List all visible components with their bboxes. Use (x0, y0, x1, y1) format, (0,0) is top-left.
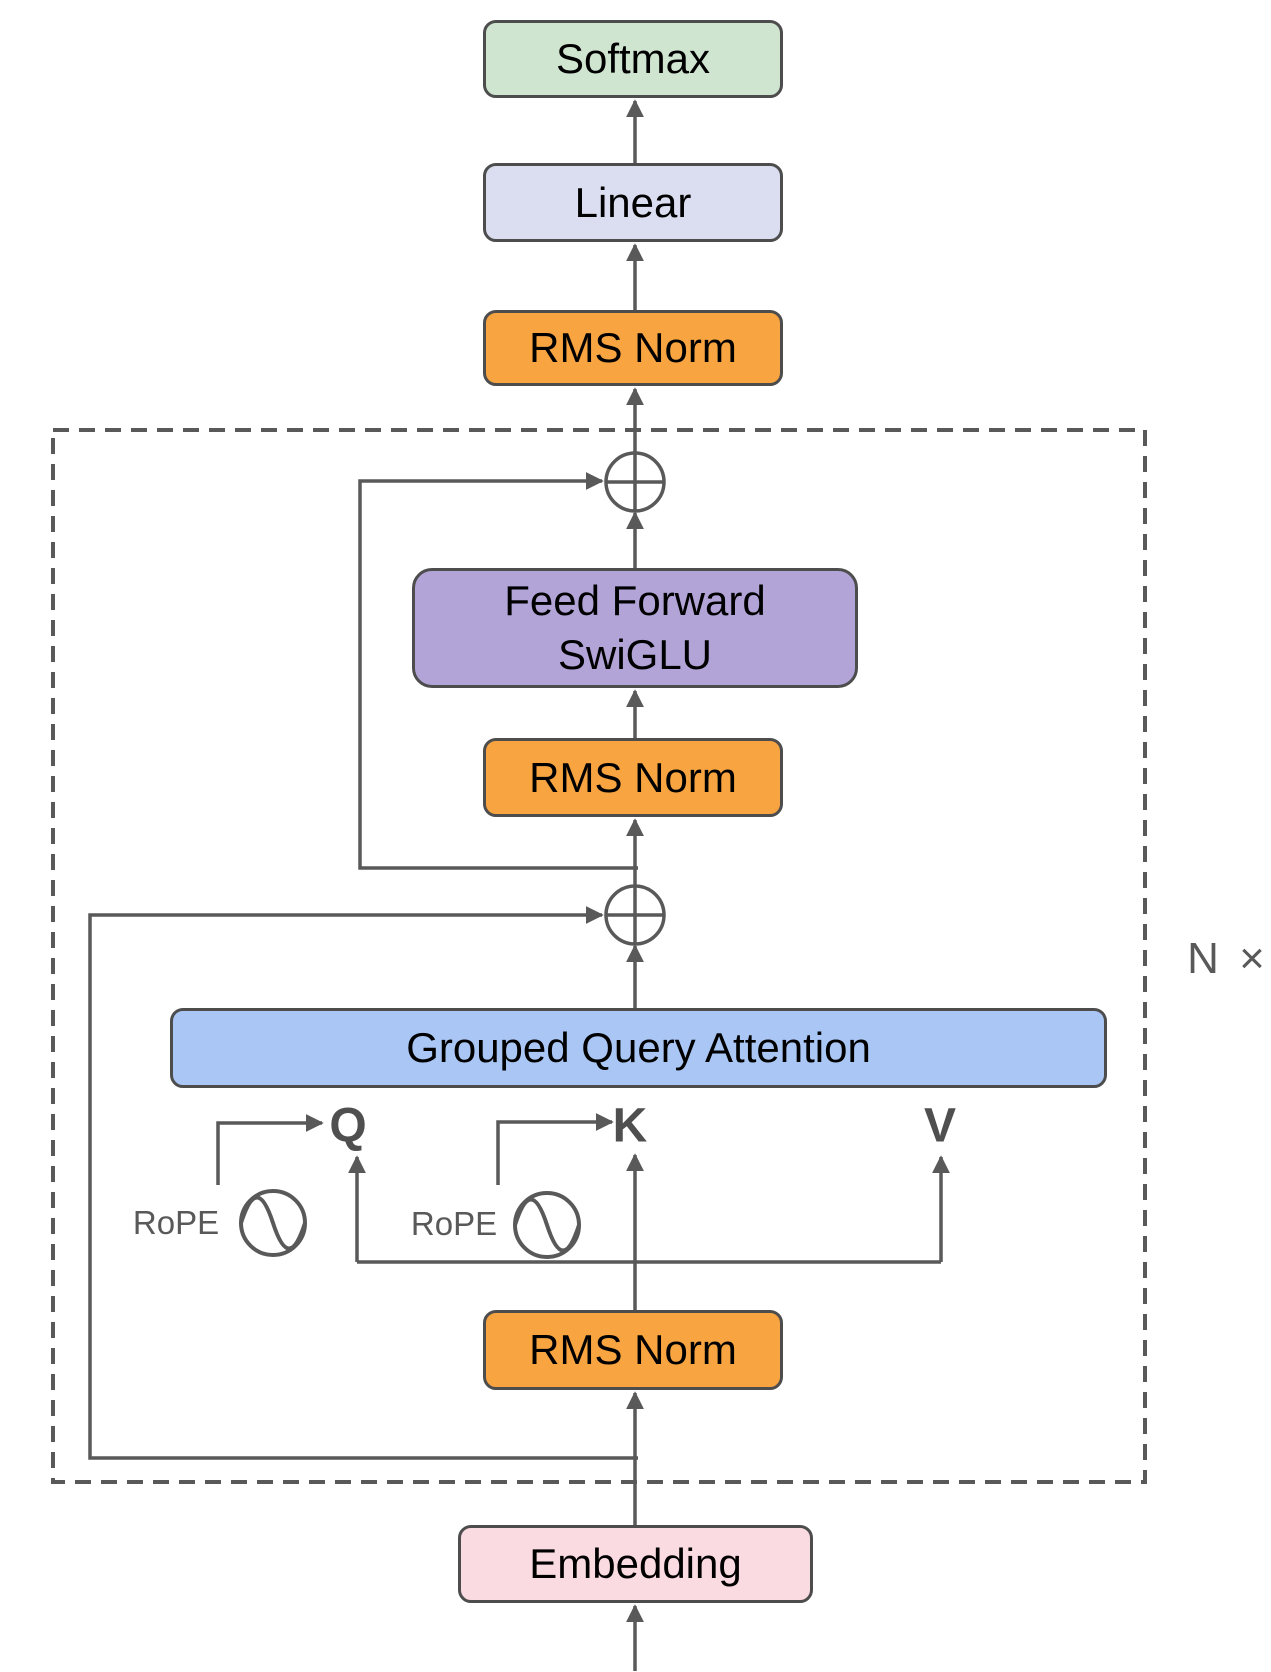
linear-block: Linear (483, 163, 783, 242)
grouped-query-attention-block: Grouped Query Attention (170, 1008, 1107, 1088)
embedding-block: Embedding (458, 1525, 813, 1603)
rms-norm-block-pre-attention: RMS Norm (483, 1310, 783, 1390)
sine-oscillator-icon-rope-k (513, 1191, 581, 1259)
arrow-rope-to-q (216, 1114, 324, 1185)
key-head-label: K (612, 1099, 648, 1153)
softmax-block: Softmax (483, 20, 783, 98)
rope-k-label: RoPE (410, 1205, 498, 1242)
rms-norm-block-output: RMS Norm (483, 310, 783, 386)
feed-forward-label-line2: SwiGLU (557, 631, 713, 678)
arrow-rope-to-k (496, 1113, 614, 1185)
rms-norm-block-pre-ffn: RMS Norm (483, 738, 783, 817)
feed-forward-label-line1: Feed Forward (504, 577, 766, 625)
plus-circle-icon-attention-residual (604, 884, 666, 946)
sine-oscillator-icon-rope-q (239, 1189, 307, 1257)
transformer-layer-dashed-box (51, 428, 1147, 1484)
connectors (88, 99, 950, 1671)
value-head-label: V (923, 1099, 957, 1153)
rope-q-label: RoPE (132, 1204, 220, 1241)
layer-repeat-count-label: N × (1187, 934, 1269, 983)
skip-connection-feedforward (358, 472, 638, 870)
skip-connection-attention (88, 906, 638, 1460)
feed-forward-swiglu-block: Feed Forward SwiGLU (412, 568, 858, 688)
query-head-label: Q (329, 1099, 367, 1153)
plus-circle-icon-feedforward-residual (604, 451, 666, 513)
